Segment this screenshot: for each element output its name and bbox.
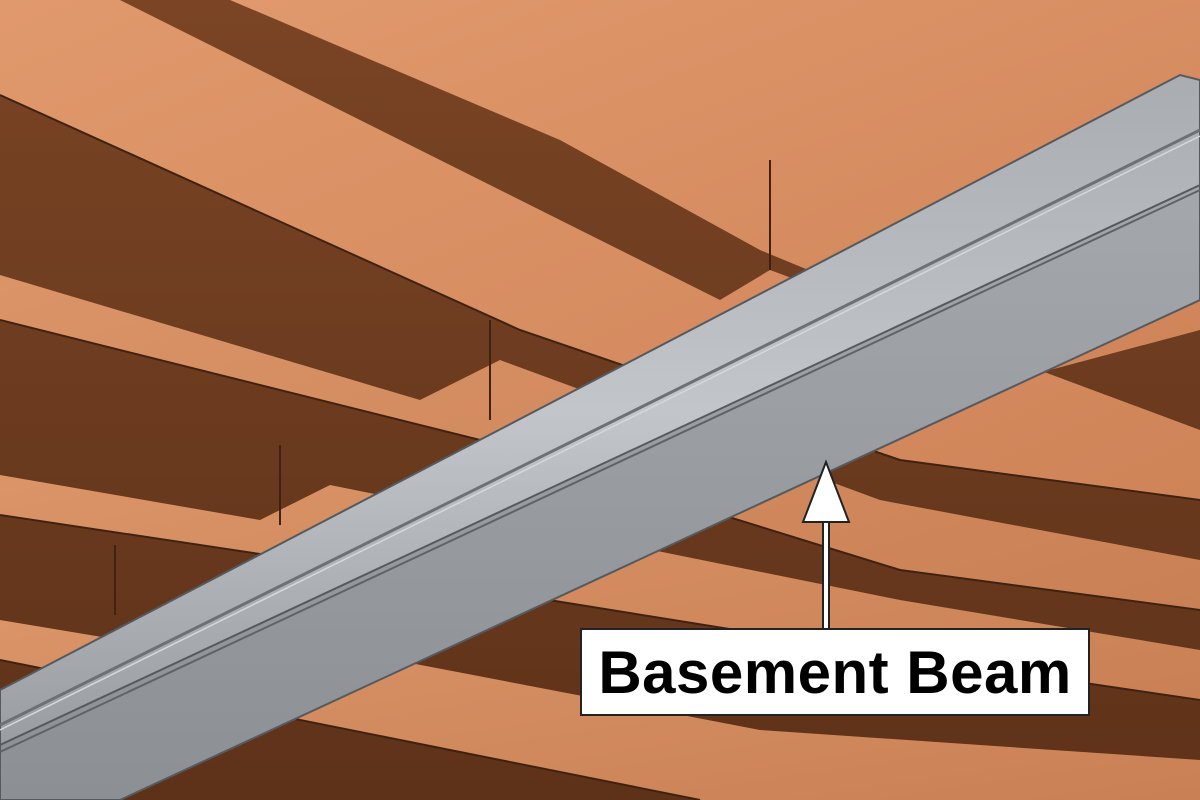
basement-beam-label: Basement Beam	[580, 628, 1090, 716]
steel-beam-edge	[0, 189, 1200, 753]
steel-beam-highlight	[0, 135, 1200, 731]
callout-arrow	[801, 459, 851, 630]
steel-beam-groove	[0, 128, 1200, 727]
